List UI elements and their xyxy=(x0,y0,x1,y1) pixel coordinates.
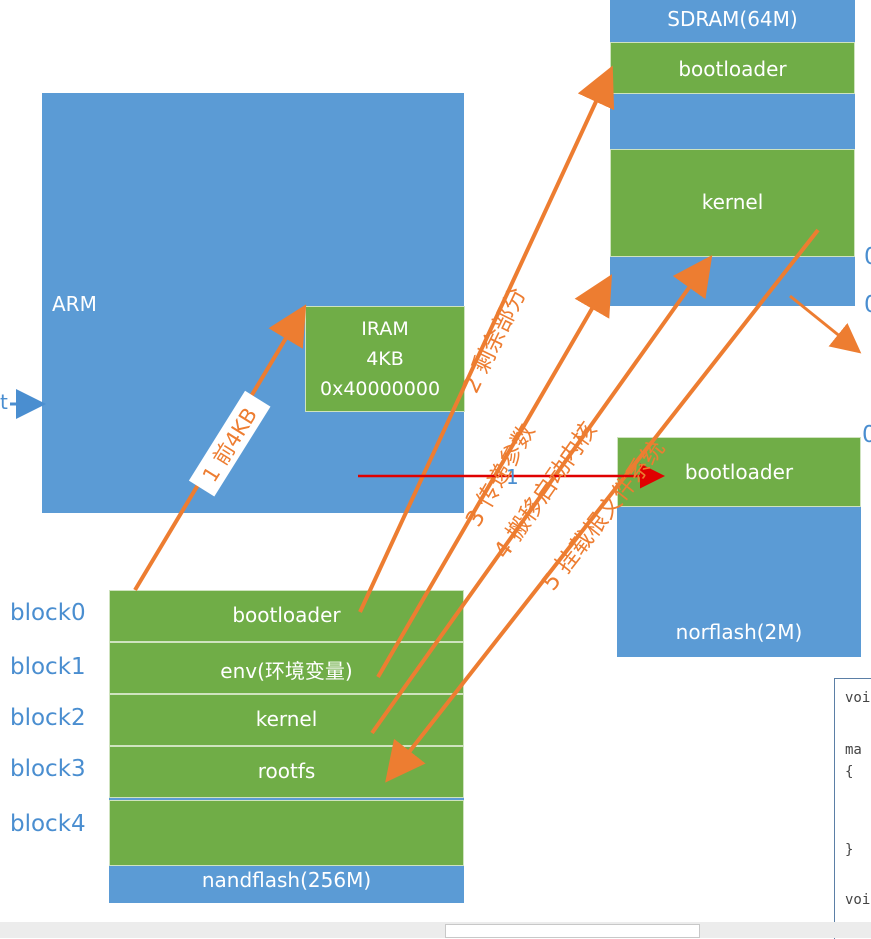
block-label-3: block3 xyxy=(10,756,86,782)
sdram-title: SDRAM(64M) xyxy=(667,7,798,31)
iram-line1: IRAM xyxy=(361,318,409,340)
block-label-1: block1 xyxy=(10,654,86,680)
arrow-step-4 xyxy=(370,254,713,735)
block-label-0: block0 xyxy=(10,600,86,626)
nand-row-block4 xyxy=(109,800,464,866)
nand-row-label-0: bootloader xyxy=(232,603,341,627)
code-line-1: voi xyxy=(845,690,871,706)
arrow-step-5 xyxy=(385,228,820,783)
arrow-step-3 xyxy=(376,274,613,679)
sdram-bootloader-label: bootloader xyxy=(678,57,787,81)
arm-block xyxy=(42,93,464,513)
sdram-kernel-label: kernel xyxy=(701,190,764,214)
arrow-step-2 xyxy=(358,65,615,613)
address-char-2: 0 xyxy=(864,292,871,318)
arrow-sdram-out xyxy=(789,294,862,354)
block-label-4: block4 xyxy=(10,811,86,837)
nandflash-label: nandflash(256M) xyxy=(201,868,372,892)
block-label-2: block2 xyxy=(10,705,86,731)
nand-row-label-1: env(环境变量) xyxy=(220,659,353,683)
code-line-3: { xyxy=(845,764,854,780)
norflash-bootloader-label: bootloader xyxy=(684,460,794,484)
arm-input-label: t xyxy=(0,390,8,414)
code-line-5: voi xyxy=(845,892,871,908)
nand-row-label-2: kernel xyxy=(255,707,318,731)
address-char-3: 0 xyxy=(862,422,871,448)
bottom-bar xyxy=(0,922,871,938)
code-line-2: ma xyxy=(845,742,862,758)
nand-row-block2 xyxy=(109,694,464,746)
iram-block xyxy=(305,306,465,412)
red-arrow-label: 1 xyxy=(506,465,519,489)
sdram-bootloader-block xyxy=(610,42,855,94)
iram-line3: 0x40000000 xyxy=(320,378,441,400)
iram-line2: 4KB xyxy=(366,348,404,370)
nand-row-label-3: rootfs xyxy=(257,759,316,783)
code-line-4: } xyxy=(845,842,854,858)
arm-label: ARM xyxy=(52,292,97,316)
code-panel xyxy=(834,678,871,939)
bottom-input-slot[interactable] xyxy=(445,924,700,938)
address-char-1: 0 xyxy=(864,244,871,270)
sdram-kernel-block xyxy=(610,149,855,257)
norflash-label: norflash(2M) xyxy=(675,620,803,644)
step-2-label: 2 剩余部分 xyxy=(458,284,531,398)
